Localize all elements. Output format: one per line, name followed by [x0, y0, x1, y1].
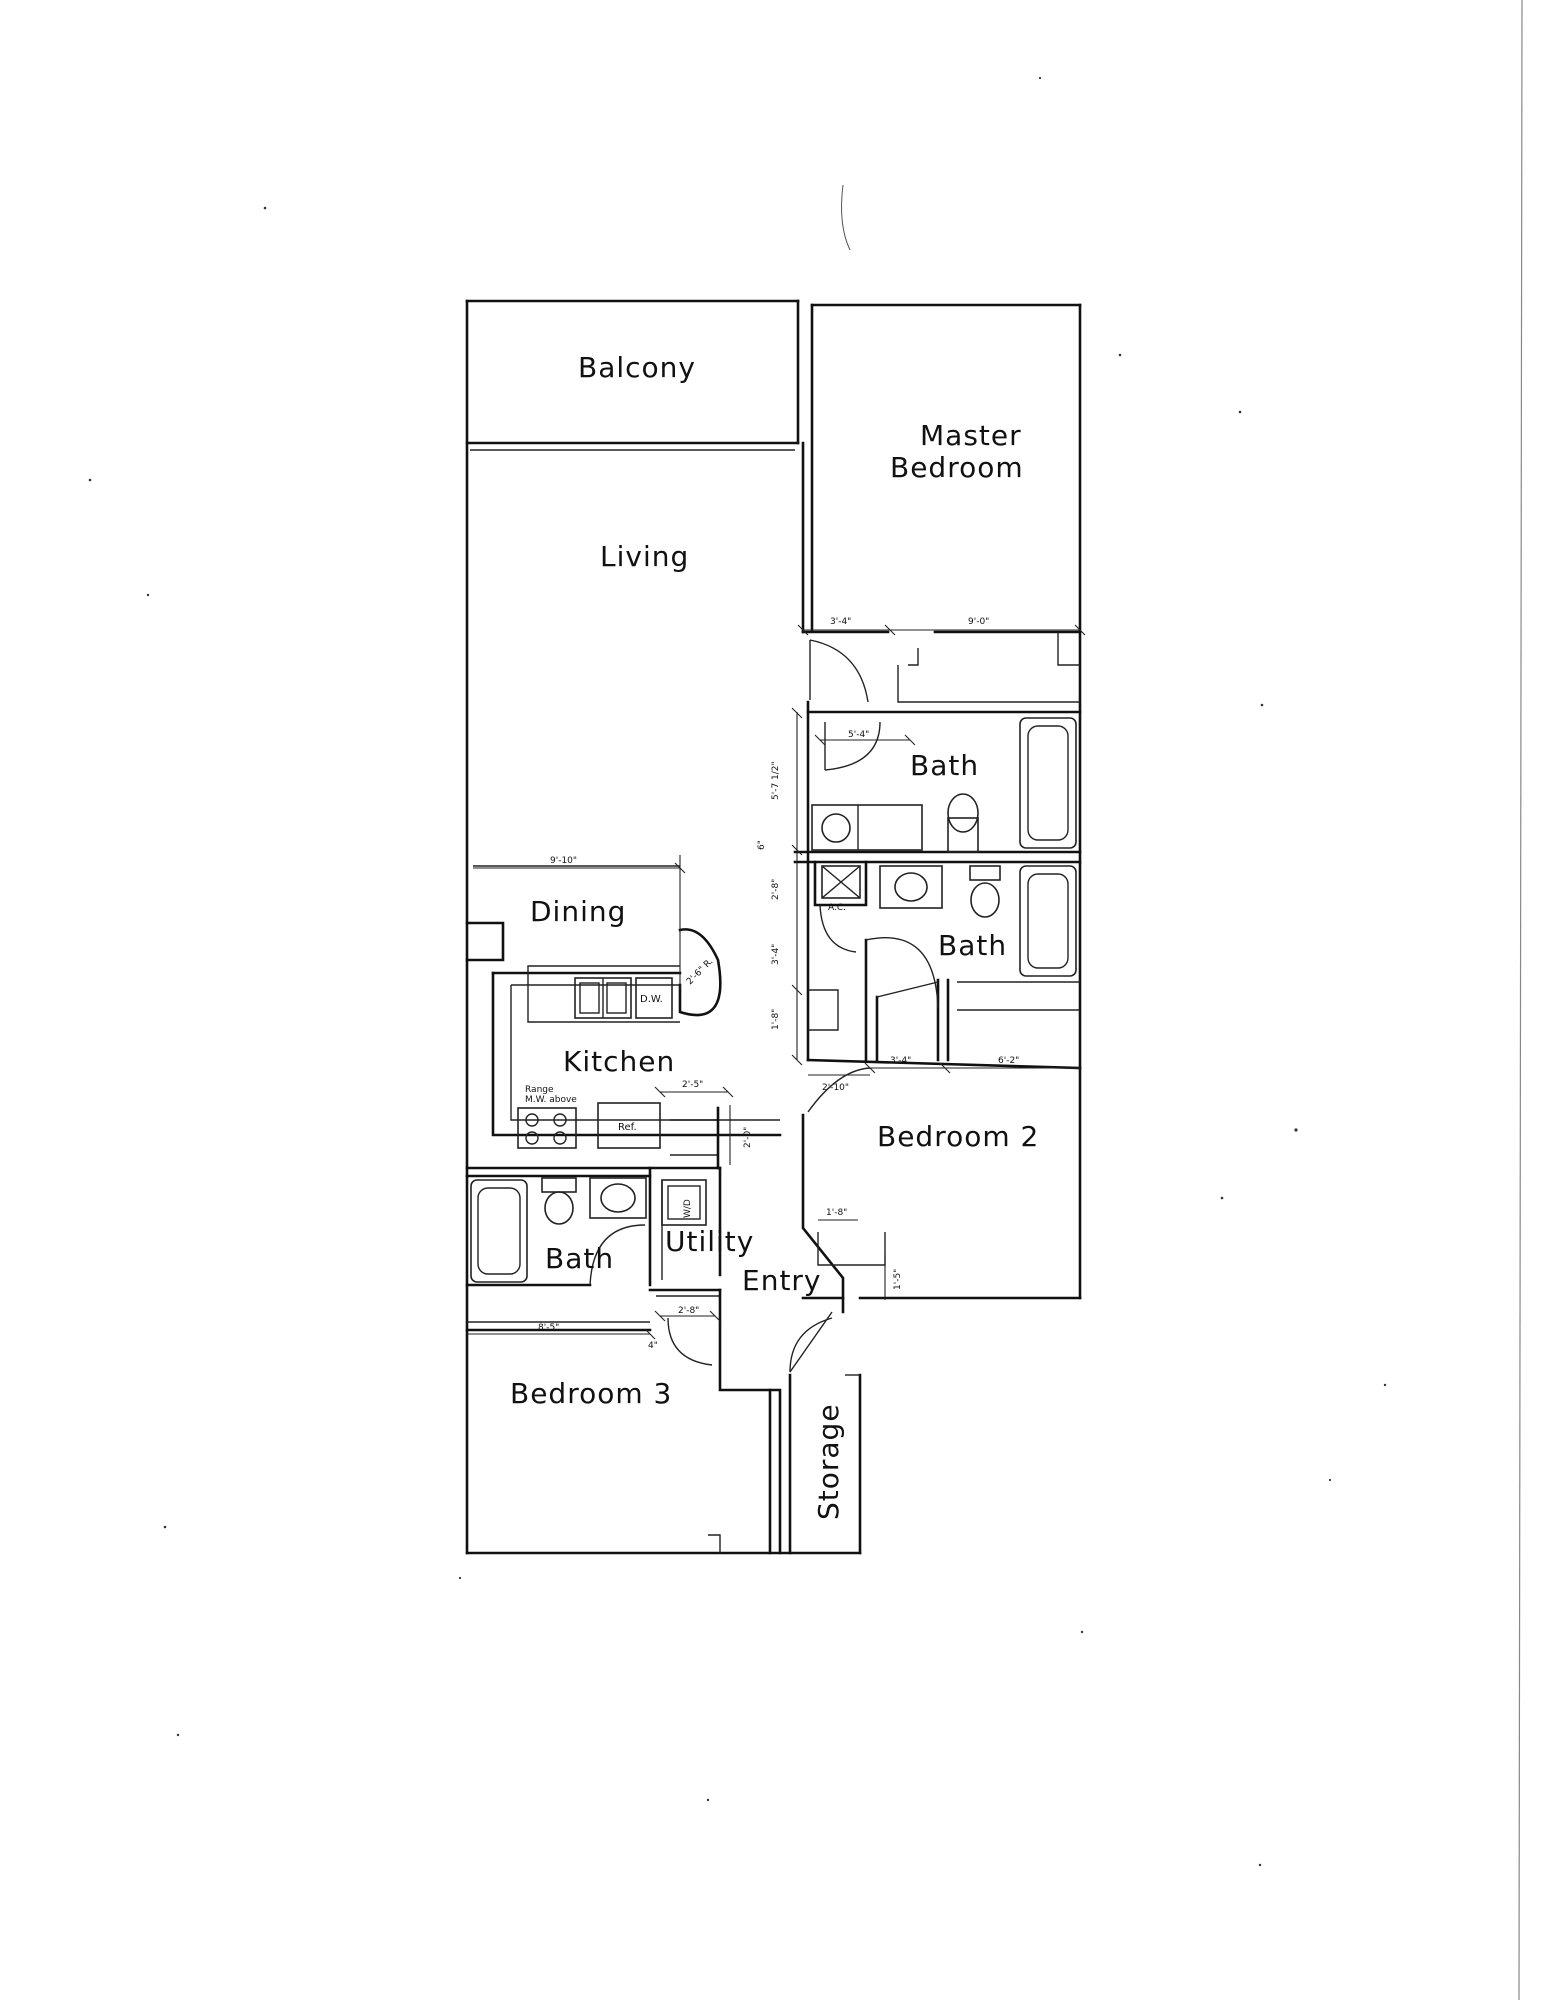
bath3-vanity [589, 1177, 647, 1219]
label-dining: Dining [530, 895, 626, 928]
dim-master-closet: 9'-0" [968, 617, 989, 627]
dim-utility-door: 2'-8" [678, 1306, 699, 1316]
dim-bed2-door: 2'-10" [822, 1083, 849, 1093]
dim-bed2-closet-a: 3'-4" [890, 1056, 911, 1066]
label-microwave: M.W. above [525, 1095, 577, 1105]
label-master-bedroom-line2: Bedroom [890, 451, 1024, 484]
dimension-labels: 3'-4" 9'-0" 5'-4" 5'-7 1/2" 6" 2'-8" 3'-… [538, 617, 1019, 1351]
label-bath-3: Bath [545, 1242, 614, 1275]
label-radius: 2'-6" R. [685, 957, 715, 987]
bath3-bathtub [470, 1179, 528, 1283]
label-master-bedroom-line1: Master [920, 419, 1022, 452]
bath3-toilet [541, 1177, 577, 1193]
label-living: Living [600, 540, 689, 573]
master-toilet [947, 817, 979, 853]
dimension-lines [467, 624, 1086, 1340]
label-range: Range [525, 1085, 554, 1095]
dishwasher-box [635, 977, 673, 1019]
dim-entry-closet-d: 1'-5" [893, 1269, 903, 1290]
interior-walls [465, 299, 1082, 1555]
dim-master-bath-depth: 5'-7 1/2" [771, 761, 781, 800]
door-swings [589, 639, 939, 1373]
label-washer-dryer: W/D [683, 1199, 693, 1218]
label-entry: Entry [742, 1264, 822, 1297]
range-box [517, 1107, 577, 1149]
dim-offset: 4" [648, 1341, 658, 1351]
washer-dryer-box [661, 1179, 707, 1226]
label-balcony: Balcony [578, 351, 696, 384]
dim-master-bath-width: 5'-4" [848, 730, 869, 740]
dim-pantry-width: 2'-5" [682, 1080, 703, 1090]
refrigerator-box [597, 1102, 661, 1149]
label-ac: A.C. [828, 903, 846, 913]
label-bath-2: Bath [938, 929, 1007, 962]
dim-bath3-width: 8'-5" [538, 1323, 559, 1333]
label-storage: Storage [812, 1403, 845, 1520]
ac-unit-box [821, 865, 861, 899]
bath2-vanity [879, 865, 943, 909]
dim-wall-thickness: 6" [757, 840, 767, 850]
label-dishwasher: D.W. [640, 994, 663, 1005]
label-refrigerator: Ref. [618, 1122, 637, 1133]
label-kitchen: Kitchen [563, 1045, 675, 1078]
dim-pantry-depth: 2'-0" [743, 1127, 753, 1148]
fixtures [470, 717, 1077, 1283]
scan-specks [88, 76, 1387, 1867]
dim-master-closet-door: 3'-4" [830, 617, 851, 627]
dim-entry-closet-w: 1'-8" [826, 1208, 847, 1218]
room-labels: Balcony Master Bedroom Living Bath Dinin… [510, 351, 1039, 1520]
dim-hall-b: 1'-8" [771, 1009, 781, 1030]
page-edge-line [1518, 0, 1523, 2000]
bath2-bathtub [1019, 865, 1077, 977]
master-bathtub [1019, 717, 1077, 849]
dim-dining-width: 9'-10" [550, 856, 577, 866]
dim-ac-closet: 2'-8" [771, 879, 781, 900]
outer-walls [465, 299, 1082, 1555]
label-bath-master: Bath [910, 749, 979, 782]
dim-bed2-closet-b: 6'-2" [998, 1056, 1019, 1066]
master-vanity [811, 804, 923, 851]
label-bedroom-3: Bedroom 3 [510, 1377, 672, 1410]
label-utility: Utility [665, 1225, 754, 1258]
dim-hall-a: 3'-4" [771, 944, 781, 965]
bath2-toilet [969, 865, 1001, 881]
label-bedroom-2: Bedroom 2 [877, 1120, 1039, 1153]
